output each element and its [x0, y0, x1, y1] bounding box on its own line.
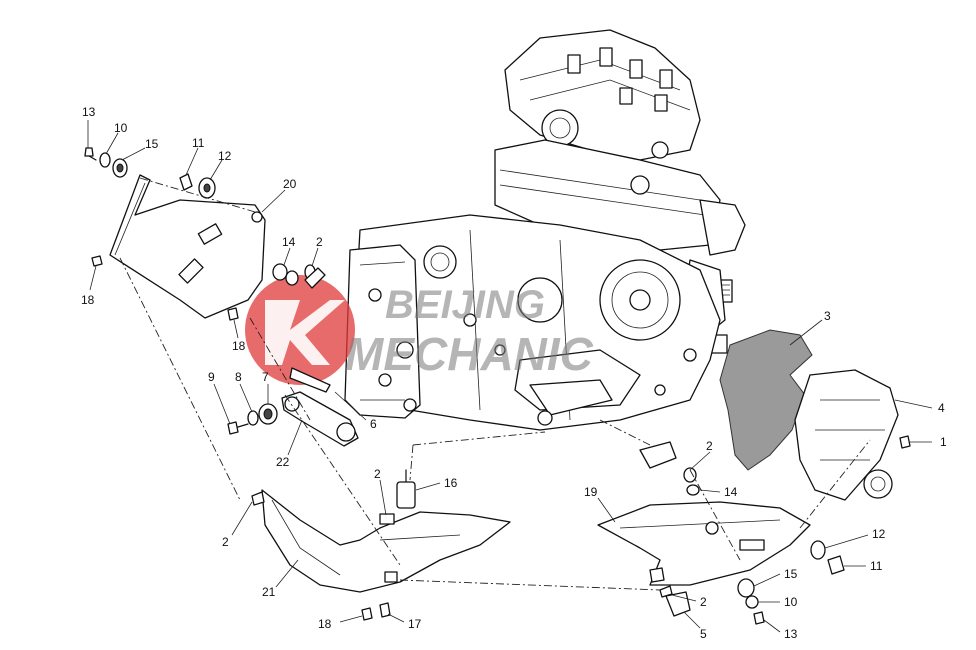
left-belly-pan — [251, 469, 511, 621]
callout-22: 22 — [276, 455, 290, 469]
callout-20: 20 — [283, 177, 297, 191]
right-covers — [719, 329, 911, 501]
callout-15: 15 — [784, 567, 798, 581]
callout-6: 6 — [370, 417, 377, 431]
callout-15: 15 — [145, 137, 159, 151]
watermark-line1: BEIJING — [385, 283, 545, 327]
callout-4: 4 — [938, 401, 945, 415]
callout-12: 12 — [872, 527, 886, 541]
callout-17: 17 — [408, 617, 422, 631]
callout-10: 10 — [784, 595, 798, 609]
callout-2: 2 — [374, 467, 381, 481]
callout-14: 14 — [724, 485, 738, 499]
callout-2: 2 — [222, 535, 229, 549]
callout-19: 19 — [584, 485, 598, 499]
callout-2: 2 — [706, 439, 713, 453]
callout-9: 9 — [208, 370, 215, 384]
callout-8: 8 — [235, 370, 242, 384]
watermark-line2: MECHANIC — [345, 328, 594, 380]
leader-lines — [87, 120, 933, 633]
callout-11: 11 — [870, 559, 883, 573]
callout-3: 3 — [824, 309, 831, 323]
callout-14: 14 — [282, 235, 296, 249]
assembly-guide-lines — [119, 177, 871, 591]
callout-16: 16 — [444, 476, 458, 490]
callout-10: 10 — [114, 121, 128, 135]
callout-18: 18 — [81, 293, 95, 307]
callout-2: 2 — [316, 235, 323, 249]
left-side-bracket — [109, 174, 266, 319]
callout-13: 13 — [82, 105, 96, 119]
callout-18: 18 — [318, 617, 332, 631]
callout-12: 12 — [218, 149, 232, 163]
callout-13: 13 — [784, 627, 798, 641]
callout-21: 21 — [262, 585, 276, 599]
callout-7: 7 — [262, 370, 269, 384]
callout-numbers: 13 10 15 11 12 20 14 2 18 18 9 8 7 6 22 … — [81, 105, 947, 641]
callout-18: 18 — [232, 339, 246, 353]
callout-5: 5 — [700, 627, 707, 641]
engine-block — [344, 29, 746, 431]
callout-11: 11 — [192, 136, 205, 150]
callout-2: 2 — [700, 595, 707, 609]
watermark-logo — [245, 275, 355, 385]
callout-1: 1 — [940, 435, 947, 449]
